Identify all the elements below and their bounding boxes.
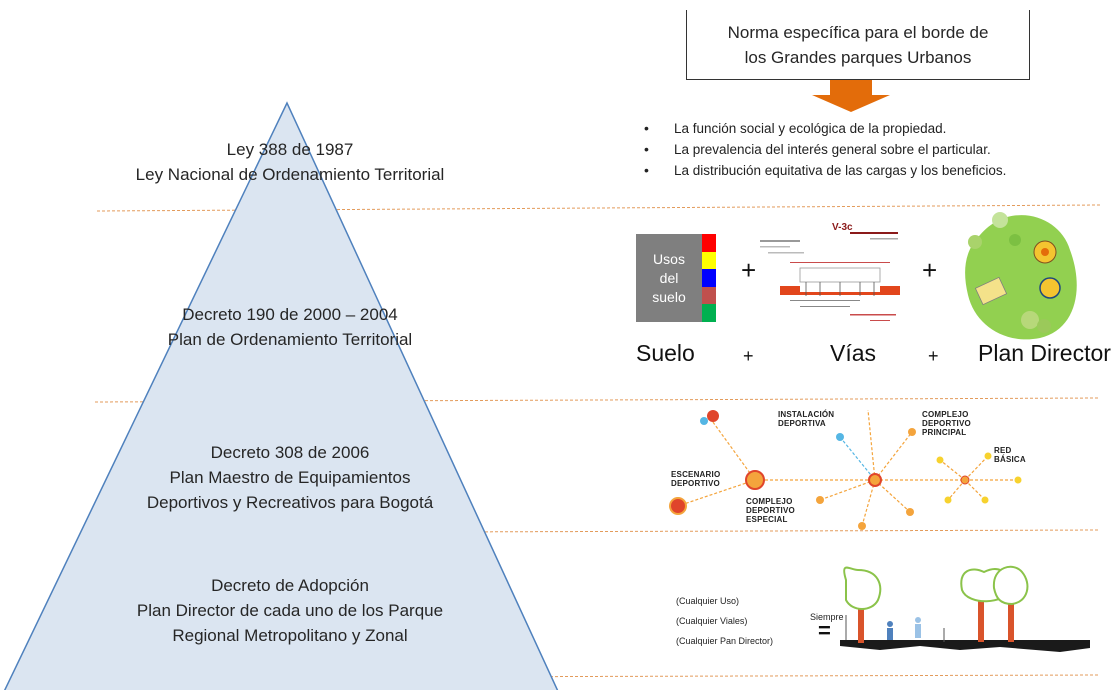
- pyramid-level-3: Decreto 308 de 2006 Plan Maestro de Equi…: [60, 440, 520, 515]
- principle-item: La distribución equitativa de las cargas…: [640, 160, 1006, 181]
- network-node: [908, 428, 916, 436]
- plus-sign-3: +: [743, 346, 754, 366]
- usos-color-brown: [702, 286, 716, 305]
- usos-color-blue: [702, 269, 716, 287]
- instalacion-deportiva-label: INSTALACIÓN DEPORTIVA: [778, 410, 834, 428]
- network-node: [981, 496, 989, 504]
- red-basica-label: RED BÁSICA: [994, 446, 1026, 464]
- level-3-line-2: Plan Maestro de Equipamientos: [169, 468, 411, 487]
- level-3-line-3: Deportivos y Recreativos para Bogotá: [146, 493, 434, 512]
- network-node: [669, 497, 687, 515]
- level-2-line-1: Decreto 190 de 2000 – 2004: [182, 305, 398, 324]
- network-node: [960, 475, 970, 485]
- cualquier-viales-label: (Cualquier Viales): [676, 616, 748, 626]
- pyramid-shape: [3, 101, 559, 690]
- norma-line-1: Norma específica para el borde de: [727, 23, 989, 42]
- equals-sign: =: [818, 618, 831, 643]
- vias-label: Vías: [830, 340, 877, 366]
- pyramid-level-1: Ley 388 de 1987 Ley Nacional de Ordenami…: [60, 137, 520, 187]
- norma-box: Norma específica para el borde de los Gr…: [686, 10, 1030, 80]
- usos-color-red: [702, 234, 716, 252]
- complejo-principal-label: COMPLEJO DEPORTIVO PRINCIPAL: [922, 410, 971, 437]
- label-line: COMPLEJO: [922, 410, 969, 419]
- network-node: [944, 496, 952, 504]
- network-node: [836, 433, 844, 441]
- label-line: DEPORTIVO: [746, 506, 795, 515]
- network-node: [707, 410, 719, 422]
- usos-line-1: Usos: [653, 250, 685, 267]
- label-line: DEPORTIVO: [922, 419, 971, 428]
- plan-director-icon: [965, 212, 1077, 340]
- park-edge-section-icon: [840, 565, 1090, 652]
- level-1-line-1: Ley 388 de 1987: [226, 140, 354, 159]
- level-3-line-1: Decreto 308 de 2006: [210, 443, 370, 462]
- network-node: [868, 473, 882, 487]
- usos-label: Usos del suelo: [636, 234, 702, 322]
- label-line: COMPLEJO: [746, 497, 793, 506]
- label-line: INSTALACIÓN: [778, 410, 835, 419]
- principle-item: La prevalencia del interés general sobre…: [640, 139, 1006, 160]
- siempre-label: Siempre: [810, 612, 844, 622]
- plus-sign-1: +: [741, 255, 757, 285]
- sports-network: [669, 409, 1022, 530]
- norma-line-2: los Grandes parques Urbanos: [744, 48, 972, 67]
- pyramid-level-2: Decreto 190 de 2000 – 2004 Plan de Orden…: [60, 302, 520, 352]
- usos-line-3: suelo: [652, 288, 686, 305]
- label-line: RED: [994, 446, 1012, 455]
- suelo-label: Suelo: [636, 340, 695, 366]
- label-line: BÁSICA: [994, 455, 1026, 464]
- escenario-deportivo-label: ESCENARIO DEPORTIVO: [671, 470, 720, 488]
- principles-list: La función social y ecológica de la prop…: [640, 118, 1006, 181]
- label-line: DEPORTIVO: [671, 479, 720, 488]
- vias-plan-title: V-3c: [832, 222, 853, 233]
- network-node: [816, 496, 824, 504]
- cualquier-plan-director-label: (Cualquier Pan Director): [676, 636, 774, 646]
- network-node: [858, 522, 866, 530]
- network-node: [906, 508, 914, 516]
- usos-line-2: del: [659, 269, 679, 286]
- network-node: [936, 456, 944, 464]
- label-line: ESPECIAL: [746, 515, 788, 524]
- level-4-line-2: Plan Director de cada uno de los Parque: [136, 601, 444, 620]
- complejo-especial-label: COMPLEJO DEPORTIVO ESPECIAL: [746, 497, 795, 524]
- principle-item: La función social y ecológica de la prop…: [640, 118, 1006, 139]
- network-node: [984, 452, 992, 460]
- label-line: PRINCIPAL: [922, 428, 967, 437]
- network-node: [1014, 476, 1022, 484]
- label-line: ESCENARIO: [671, 470, 721, 479]
- cualquier-uso-label: (Cualquier Uso): [676, 596, 740, 606]
- level-4-line-1: Decreto de Adopción: [211, 576, 369, 595]
- level-2-line-2: Plan de Ordenamiento Territorial: [167, 330, 413, 349]
- level-4-line-3: Regional Metropolitano y Zonal: [172, 626, 408, 645]
- divider-line: [59, 674, 1101, 679]
- plus-sign-2: +: [922, 255, 938, 285]
- usos-color-strip: [702, 234, 716, 322]
- usos-del-suelo-box: Usos del suelo: [636, 234, 716, 322]
- usos-color-yellow: [702, 251, 716, 270]
- pyramid-level-4: Decreto de Adopción Plan Director de cad…: [60, 573, 520, 648]
- network-node: [745, 470, 765, 490]
- plan-director-label: Plan Director: [978, 340, 1111, 366]
- down-arrow-icon: [812, 80, 890, 112]
- label-line: DEPORTIVA: [778, 419, 826, 428]
- network-node: [700, 417, 708, 425]
- vias-road-section-icon: [760, 232, 900, 321]
- usos-color-green: [702, 304, 716, 322]
- plus-sign-4: +: [928, 346, 939, 366]
- level-1-line-2: Ley Nacional de Ordenamiento Territorial: [135, 165, 445, 184]
